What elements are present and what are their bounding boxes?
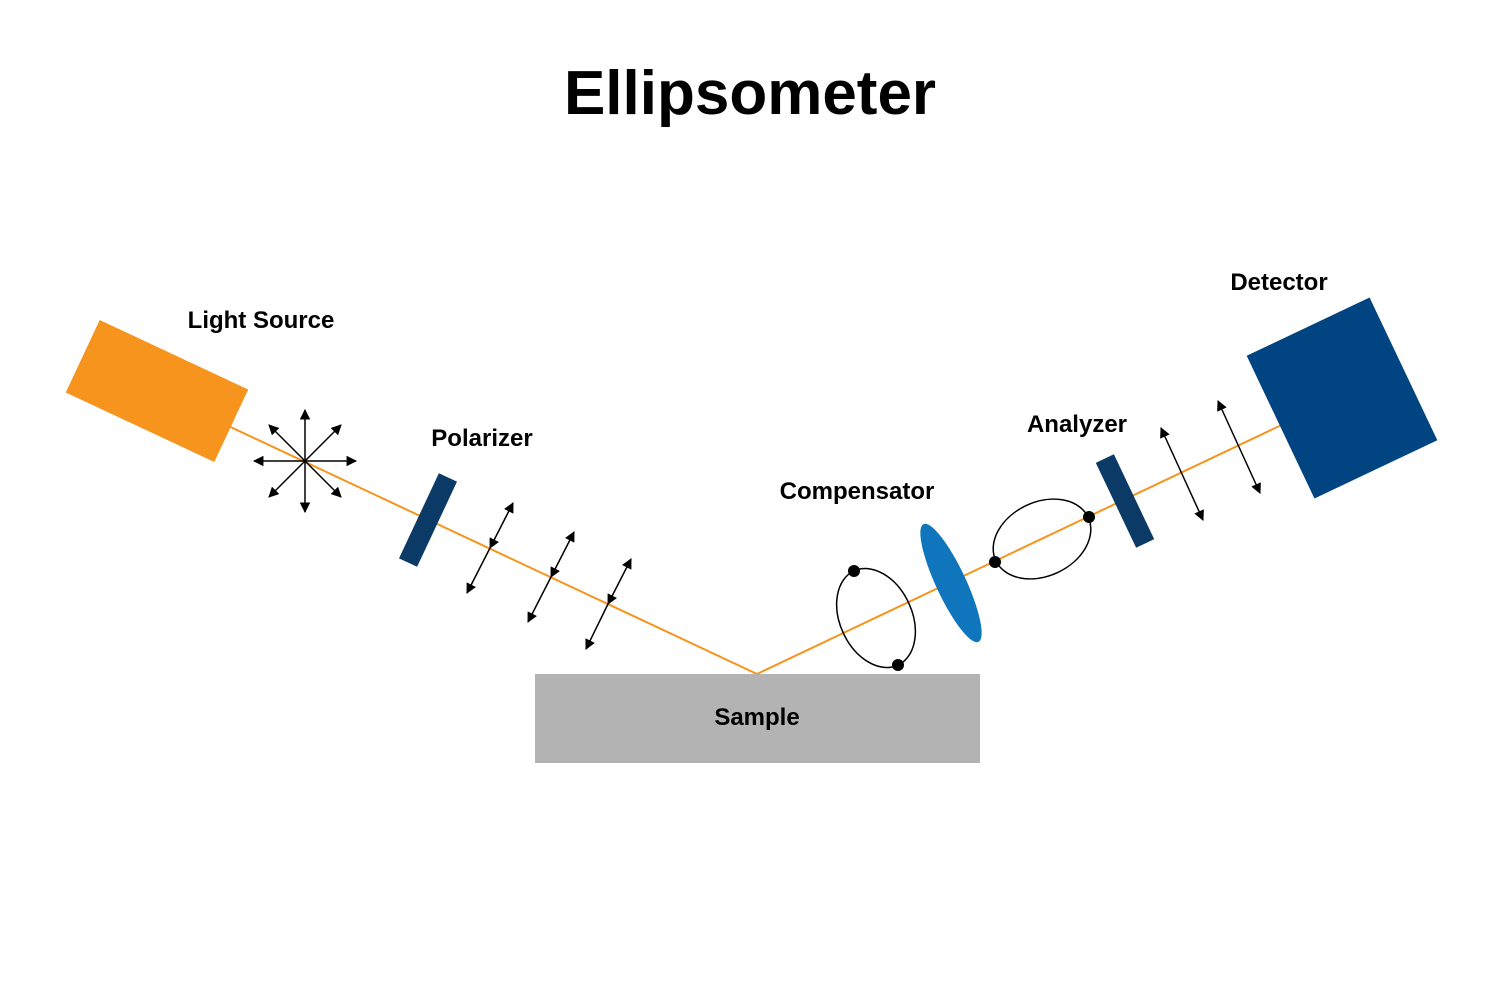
analyzer-plate — [1095, 454, 1155, 548]
polarizer-label: Polarizer — [431, 425, 532, 452]
polarizer-plate — [399, 473, 457, 567]
elliptical-polarization-reflected — [835, 565, 917, 671]
light-source-label: Light Source — [188, 307, 335, 334]
sample-block — [535, 674, 980, 763]
sample-label: Sample — [714, 704, 799, 731]
diagram-title: Ellipsometer — [563, 59, 937, 128]
elliptical-polarization-compensated — [989, 498, 1095, 580]
light-source-box — [65, 319, 249, 463]
light-beam — [221, 419, 1293, 676]
unpolarized-light-icon — [252, 408, 358, 514]
compensator-lens — [920, 523, 982, 643]
detector-box — [1246, 297, 1438, 499]
linear-polarization-arrows-incident — [466, 502, 632, 650]
detector-label: Detector — [1230, 269, 1327, 296]
compensator-label: Compensator — [780, 478, 935, 505]
analyzer-label: Analyzer — [1027, 411, 1127, 438]
linear-polarization-arrows-analyzed — [1160, 400, 1261, 521]
